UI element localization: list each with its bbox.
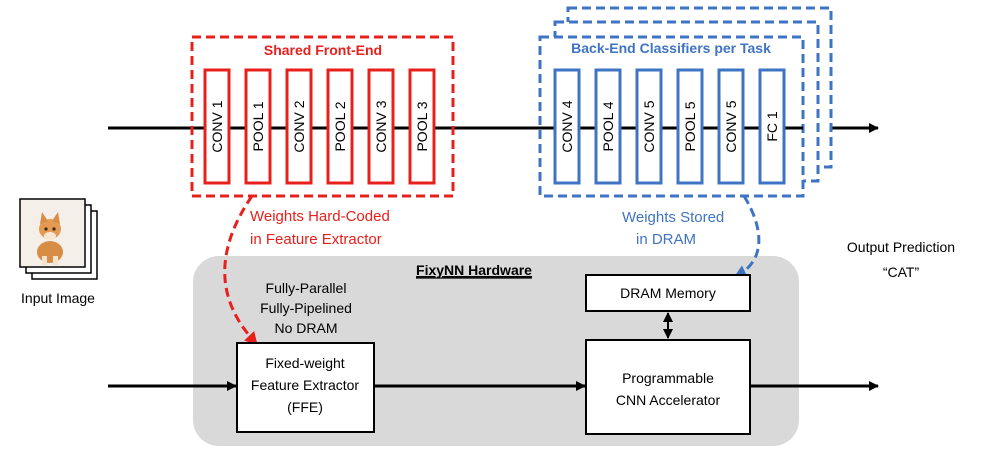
backend-layer-label-5: CONV 5 (723, 100, 739, 152)
weights-hard-coded-line1: Weights Hard-Coded (250, 208, 390, 225)
ffe-line-1: Fixed-weight (265, 355, 344, 371)
backend-layer-label-1: CONV 4 (559, 100, 575, 152)
backend-layer-label-3: CONV 5 (641, 100, 657, 152)
ffe-box (236, 342, 375, 433)
backend-layer-label-6: FC 1 (764, 111, 780, 142)
backend-layer-label-2: POOL 4 (600, 101, 616, 151)
frontend-layer-box-2 (244, 68, 272, 185)
frontend-layer-box-4 (326, 68, 354, 185)
hardware-note-2: Fully-Pipelined (260, 300, 352, 316)
frontend-title: Shared Front-End (264, 42, 382, 58)
dram-memory-box (585, 274, 751, 312)
backend-layer-label-4: POOL 5 (682, 101, 698, 151)
accelerator-line-1: Programmable (622, 370, 714, 386)
backend-layer-box-6 (758, 68, 786, 185)
backend-layer-box-5 (717, 68, 745, 185)
frontend-layer-label-3: CONV 2 (291, 100, 307, 152)
backend-title: Back-End Classifiers per Task (571, 40, 771, 56)
cnn-accelerator-box (585, 339, 751, 435)
dram-memory-label: DRAM Memory (620, 285, 716, 301)
frontend-layer-box-1 (203, 68, 231, 185)
backend-layers: CONV 4 POOL 4 CONV 5 POOL 5 CONV 5 FC 1 (553, 68, 786, 185)
backend-layer-box-1 (553, 68, 581, 185)
input-image-label: Input Image (21, 290, 95, 306)
accelerator-line-2: CNN Accelerator (616, 392, 721, 408)
frontend-layer-box-5 (367, 68, 395, 185)
backend-layer-box-3 (635, 68, 663, 185)
weights-hard-coded-line2: in Feature Extractor (250, 231, 382, 248)
ffe-line-3: (FFE) (287, 399, 323, 415)
hardware-note-3: No DRAM (274, 320, 337, 336)
backend-layer-box-2 (594, 68, 622, 185)
output-label: Output Prediction (847, 239, 955, 255)
frontend-layer-label-5: CONV 3 (373, 100, 389, 152)
frontend-box (190, 35, 455, 198)
frontend-layer-label-2: POOL 1 (250, 101, 266, 151)
frontend-layer-label-4: POOL 2 (332, 101, 348, 151)
hardware-note-1: Fully-Parallel (266, 280, 347, 296)
hardware-title: FixyNN Hardware (416, 262, 532, 278)
weights-stored-arrow (734, 195, 761, 278)
frontend-layer-label-6: POOL 3 (414, 101, 430, 151)
output-value: “CAT” (883, 264, 920, 280)
frontend-layer-label-1: CONV 1 (209, 100, 225, 152)
frontend-layer-box-6 (408, 68, 436, 185)
frontend-layer-box-3 (285, 68, 313, 185)
cat-photo-stack-icon (19, 198, 98, 280)
frontend-layers: CONV 1 POOL 1 CONV 2 POOL 2 CONV 3 POOL 3 (203, 68, 436, 185)
backend-layer-box-4 (676, 68, 704, 185)
ffe-line-2: Feature Extractor (251, 377, 359, 393)
weights-stored-line1: Weights Stored (622, 209, 724, 226)
weights-stored-line2: in DRAM (636, 231, 696, 248)
weights-hard-coded-arrow (223, 195, 258, 345)
